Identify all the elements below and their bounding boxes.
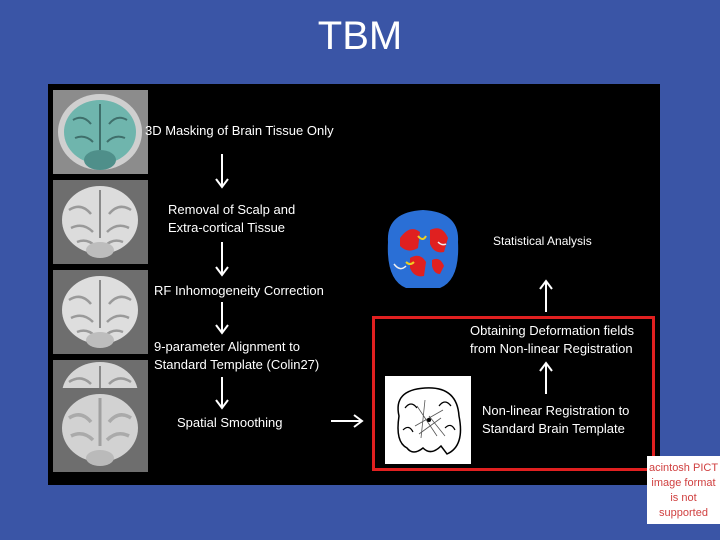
- slide-title: TBM: [317, 14, 403, 58]
- mri-skullstripped-thumbnail: [53, 180, 148, 264]
- deformation-fields-label: Obtaining Deformation fields from Non-li…: [470, 323, 635, 356]
- step-masking-label: 3D Masking of Brain Tissue Only: [145, 123, 334, 138]
- mri-rf-corrected-thumbnail: [53, 270, 148, 354]
- up-arrow-icon: [539, 361, 553, 394]
- statistical-analysis-label: Statistical Analysis: [493, 234, 592, 248]
- pipeline-panel: 3D Masking of Brain Tissue Only Removal …: [48, 84, 660, 485]
- nonlinear-registration-label: Non-linear Registration to Standard Brai…: [482, 403, 630, 436]
- right-arrow-icon: [331, 414, 364, 428]
- step-scalp-removal-label: Removal of Scalp and Extra-cortical Tiss…: [168, 202, 296, 235]
- down-arrow-icon: [215, 377, 229, 410]
- down-arrow-icon: [215, 154, 229, 189]
- step-rf-correction-label: RF Inhomogeneity Correction: [154, 283, 324, 298]
- down-arrow-icon: [215, 302, 229, 335]
- up-arrow-icon: [539, 279, 553, 312]
- registration-outline-thumbnail: [385, 376, 471, 464]
- mri-aligned-thumbnail: [53, 360, 148, 390]
- statistical-map-thumbnail: [380, 202, 466, 294]
- step-alignment-label: 9-parameter Alignment to Standard Templa…: [154, 339, 320, 372]
- step-smoothing-label: Spatial Smoothing: [177, 415, 283, 430]
- down-arrow-icon: [215, 242, 229, 277]
- registration-highlight-box: [372, 316, 655, 471]
- mri-smoothed-thumbnail: [53, 388, 148, 472]
- mri-masked-thumbnail: [53, 90, 148, 174]
- unsupported-image-placeholder: acintosh PICT image format is not suppor…: [647, 456, 720, 524]
